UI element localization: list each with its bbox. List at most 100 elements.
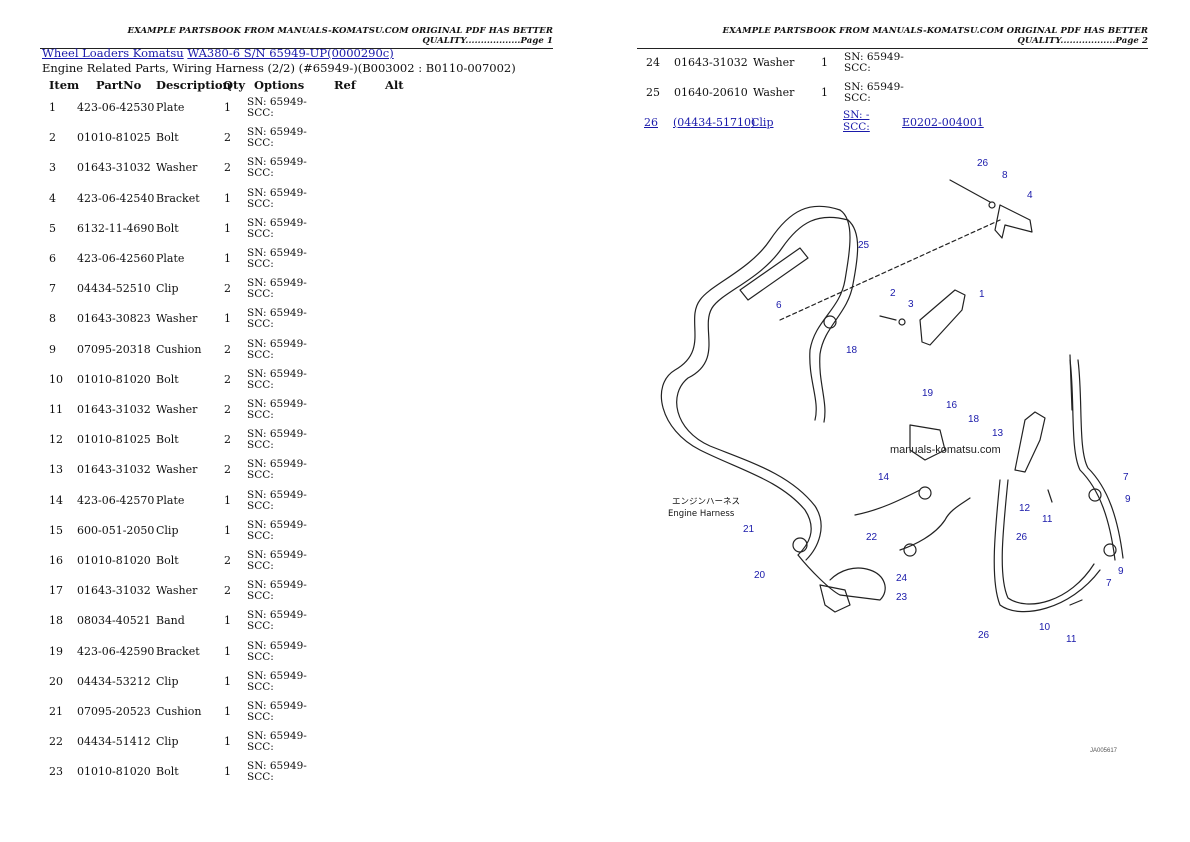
row-options-sn: SN: 65949-	[247, 700, 307, 712]
callout-4: 4	[1027, 190, 1033, 201]
callout-8: 8	[1002, 170, 1008, 181]
breadcrumb-link-model[interactable]: WA380-6 S/N 65949-UP(0000290c)	[187, 46, 394, 60]
row-partno: 6132-11-4690	[77, 221, 155, 235]
row-item: 7	[49, 282, 56, 296]
row-options-sn: SN: 65949-	[247, 458, 307, 471]
row-item: 23	[49, 765, 63, 779]
row-qty: 1	[224, 674, 231, 688]
row-partno: 01010-81020	[77, 372, 151, 386]
row-qty: 2	[224, 403, 231, 416]
harness-upper-branch	[809, 209, 851, 421]
harness-right-b	[1077, 359, 1124, 559]
harness-lower-branch	[797, 554, 886, 601]
reference-line	[779, 219, 1001, 321]
row-qty: 1	[224, 735, 231, 749]
row-item: 10	[49, 372, 63, 386]
row-qty: 2	[224, 131, 231, 145]
row-qty: 1	[821, 86, 828, 99]
row-qty: 2	[224, 463, 231, 477]
row-description: Cushion	[156, 705, 202, 718]
col-header-alt: Alt	[385, 78, 404, 92]
row-partno: 04434-51412	[77, 735, 151, 749]
row-partno: 07095-20318	[77, 342, 151, 356]
row-description: Bolt	[156, 372, 179, 386]
callout-17: 16	[946, 400, 958, 411]
row-partno: 423-06-42590	[77, 644, 155, 658]
row-partno: 01010-81025	[77, 131, 151, 145]
harness-upper-branch-b	[819, 219, 859, 423]
link-row-ref[interactable]: E0202-004001	[902, 116, 984, 129]
link-row-options-sn[interactable]: SN: -	[843, 109, 870, 121]
row-qty: 1	[821, 56, 828, 69]
row-options-scc: SCC:	[247, 227, 274, 240]
row-options-scc: SCC:	[247, 197, 274, 210]
link-row-description[interactable]: Clip	[751, 116, 774, 129]
callout-13: 12	[1019, 503, 1031, 514]
col-header-options: Options	[254, 78, 305, 92]
row-item: 16	[49, 554, 63, 567]
row-partno: 01010-81020	[77, 765, 151, 779]
callout-7b: 7	[1106, 578, 1112, 589]
cable-center	[854, 489, 921, 516]
row-options-scc: SCC:	[247, 167, 274, 180]
row-item: 11	[49, 403, 63, 416]
link-row-partno[interactable]: (04434-51710)	[673, 116, 756, 129]
bracket-4	[994, 204, 1033, 239]
link-row-item[interactable]: 26	[644, 116, 658, 129]
callout-9b: 9	[1118, 566, 1124, 577]
row-item: 3	[49, 161, 56, 175]
row-item: 9	[49, 342, 56, 356]
row-options-sn: SN: 65949-	[247, 216, 307, 229]
callout-3: 3	[908, 299, 914, 310]
row-description: Clip	[156, 735, 179, 749]
row-options-scc: SCC:	[247, 469, 274, 482]
row-options-sn: SN: 65949-	[247, 488, 307, 501]
col-header-item: Item	[49, 78, 80, 92]
breadcrumb-link-model-family[interactable]: Wheel Loaders Komatsu	[42, 46, 184, 60]
row-item: 6	[49, 252, 56, 265]
row-options-scc: SCC:	[247, 650, 274, 663]
row-description: Bolt	[156, 433, 179, 447]
row-qty: 2	[224, 554, 231, 567]
breadcrumb: Wheel Loaders Komatsu WA380-6 S/N 65949-…	[42, 46, 394, 60]
bolt-5	[949, 179, 991, 203]
callout-18b: 18	[968, 414, 980, 425]
row-partno: 01643-31032	[77, 584, 151, 598]
row-options-sn: SN: 65949-	[247, 247, 307, 259]
row-description: Clip	[156, 674, 179, 688]
row-options-sn: SN: 65949-	[247, 609, 307, 622]
row-options-sn: SN: 65949-	[247, 428, 307, 441]
row-partno: 01643-31032	[77, 463, 151, 477]
row-qty: 1	[224, 221, 231, 235]
row-description: Plate	[156, 101, 185, 114]
link-row-options-scc[interactable]: SCC:	[843, 121, 870, 133]
row-partno: 08034-40521	[77, 614, 151, 628]
row-qty: 1	[224, 252, 231, 265]
row-options-sn: SN: 65949-	[247, 367, 307, 380]
row-description: Bracket	[156, 191, 200, 205]
row-item: 4	[49, 191, 56, 205]
page-subtitle: Engine Related Parts, Wiring Harness (2/…	[42, 61, 516, 75]
clip-22	[903, 543, 917, 557]
clip-7	[1088, 488, 1102, 502]
row-options-sn: SN: 65949-	[247, 730, 307, 743]
callout-5: 26	[977, 158, 989, 169]
row-partno: 01010-81020	[77, 554, 151, 567]
row-description: Washer	[156, 312, 198, 326]
row-options-sn: SN: 65949-	[844, 51, 904, 63]
watermark: manuals-komatsu.com	[890, 444, 1001, 456]
callout-24: 24	[896, 573, 908, 584]
row-options-scc: SCC:	[247, 409, 274, 421]
row-description: Plate	[156, 493, 185, 507]
row-description: Bolt	[156, 131, 179, 145]
row-options-scc: SCC:	[247, 318, 274, 331]
row-options-scc: SCC:	[247, 348, 274, 361]
callout-2: 2	[890, 288, 896, 299]
row-item: 17	[49, 584, 63, 598]
row-description: Bolt	[156, 554, 179, 567]
callout-6: 6	[776, 300, 782, 311]
row-item: 24	[646, 56, 660, 69]
engine-harness-outline-b	[676, 216, 849, 561]
washer-3	[898, 318, 906, 326]
row-description: Band	[156, 614, 185, 628]
